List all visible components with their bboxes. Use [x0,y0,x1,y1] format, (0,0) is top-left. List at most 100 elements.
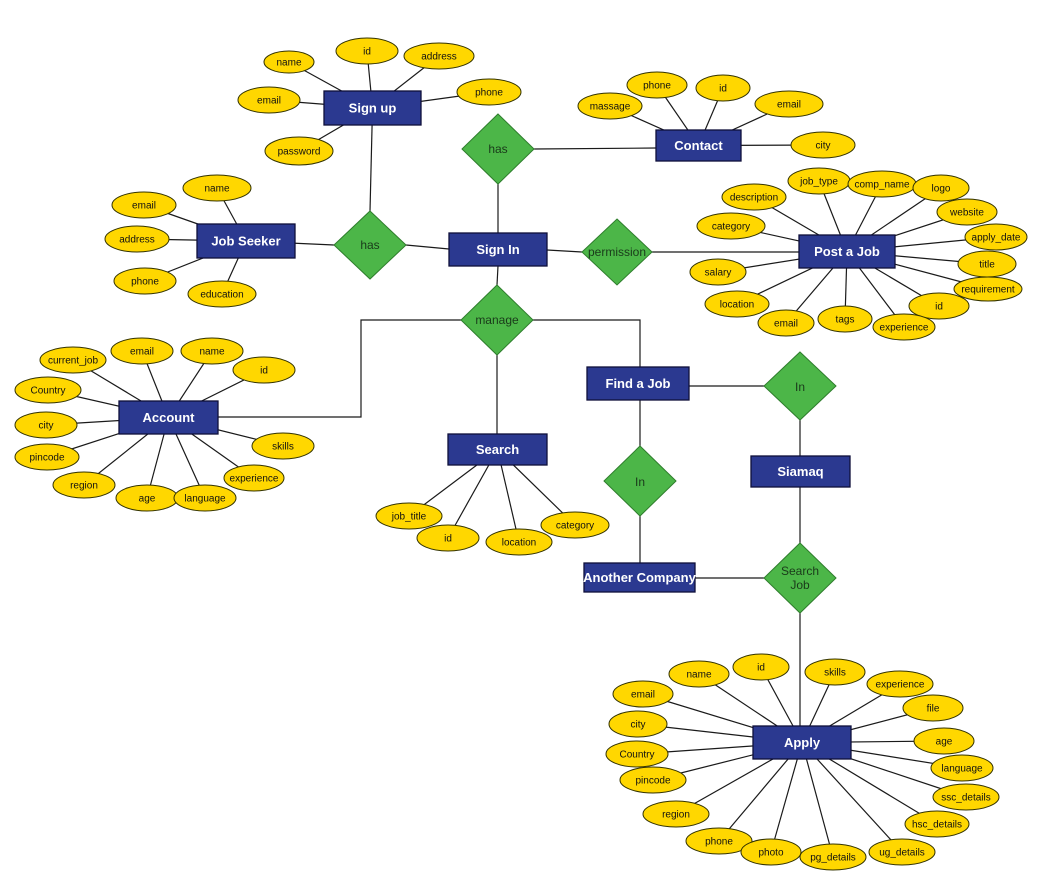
attribute-apply-age: age [913,727,975,755]
attribute-shape [14,443,80,471]
attribute-signup-phone: phone [456,78,522,106]
attribute-shape [182,174,252,202]
attribute-label: phone [643,81,671,92]
attribute-label: region [662,810,690,821]
attribute-label: name [686,670,711,681]
attribute-apply-experience: experience [866,670,934,698]
attribute-shape [953,276,1023,302]
attribute-label: city [631,720,646,731]
attribute-shape [180,337,244,365]
entity-label: Apply [784,735,821,750]
attribute-label: category [712,222,750,233]
attribute-label: experience [876,680,925,691]
edge-has-contact [533,147,657,150]
entity-box [448,232,548,267]
attribute-label: email [631,690,655,701]
attribute-shape [173,484,237,512]
attribute-jobseeker-name: name [182,174,252,202]
attribute-label: email [774,319,798,330]
attribute-account-id: id [232,356,296,384]
attribute-shape [913,727,975,755]
relationship-manage: manage [460,284,534,356]
attribute-label: education [200,290,243,301]
attribute-shape [335,37,399,65]
attribute-signup-id: id [335,37,399,65]
edge-apply-pg-details [801,742,834,858]
attribute-postjob-requirement: requirement [953,276,1023,302]
attribute-label: hsc_details [912,820,962,831]
attribute-label: city [39,421,54,432]
relationship-label: has [488,142,507,156]
attribute-shape [642,800,710,828]
entity-box [583,562,696,593]
attribute-shape [110,337,174,365]
attribute-label: skills [824,668,846,679]
entity-label: Contact [674,138,723,153]
attribute-label: id [719,84,727,95]
attribute-shape [908,292,970,320]
attribute-shape [902,694,964,722]
attribute-label: Country [30,386,65,397]
attribute-label: age [936,737,953,748]
attribute-search-location: location [485,528,553,556]
entity-label: Account [143,410,196,425]
attribute-apply-region: region [642,800,710,828]
attribute-label: Country [619,750,654,761]
attribute-shape [689,258,747,286]
attribute-jobseeker-email: email [111,191,177,219]
attribute-shape [232,356,296,384]
entity-siamaq: Siamaq [750,455,851,488]
attribute-postjob-location: location [704,290,770,318]
relationship-label: Job [790,578,810,592]
attribute-signup-password: password [264,136,334,166]
attribute-label: password [278,147,321,158]
attribute-account-skills: skills [251,432,315,460]
attribute-shape [932,783,1000,811]
attribute-label: name [204,184,229,195]
attribute-shape [740,838,802,866]
attribute-label: massage [590,102,631,113]
attribute-shape [263,50,315,74]
attribute-shape [804,658,866,686]
attribute-postjob-apply-date: apply_date [964,223,1028,251]
attribute-label: skills [272,442,294,453]
attribute-shape [14,376,82,404]
attribute-apply-city: city [608,710,668,738]
attribute-shape [817,305,873,333]
attribute-apply-photo: photo [740,838,802,866]
entity-signin: Sign In [448,232,548,267]
attribute-shape [668,660,730,688]
attribute-shape [866,670,934,698]
attribute-label: age [139,494,156,505]
attribute-account-current-job: current_job [39,346,107,374]
attribute-contact-massage: massage [577,92,643,120]
attribute-apply-pincode: pincode [619,766,687,794]
attribute-shape [456,78,522,106]
attribute-label: experience [230,474,279,485]
attribute-label: language [184,494,226,505]
entity-postjob: Post a Job [798,234,896,269]
relationship-label: In [635,475,645,489]
attribute-apply-language: language [930,754,994,782]
attribute-shape [605,740,669,768]
relationship-diamond [763,351,837,421]
attribute-label: tags [836,315,855,326]
entity-label: Search [476,442,519,457]
relationship-diamond [581,218,653,286]
attribute-label: ug_details [879,848,925,859]
attribute-shape [695,74,751,102]
attribute-label: location [502,538,536,549]
attribute-label: phone [705,837,733,848]
relationship-label: has [360,238,379,252]
attribute-jobseeker-education: education [187,280,257,308]
attribute-postjob-logo: logo [912,174,970,202]
entity-search: Search [447,433,548,466]
attribute-signup-name: name [263,50,315,74]
attribute-shape [799,843,867,871]
attribute-contact-phone: phone [626,71,688,99]
attribute-label: email [132,201,156,212]
relationship-in-right: In [763,351,837,421]
entity-box [196,223,296,259]
attribute-shape [936,198,998,226]
